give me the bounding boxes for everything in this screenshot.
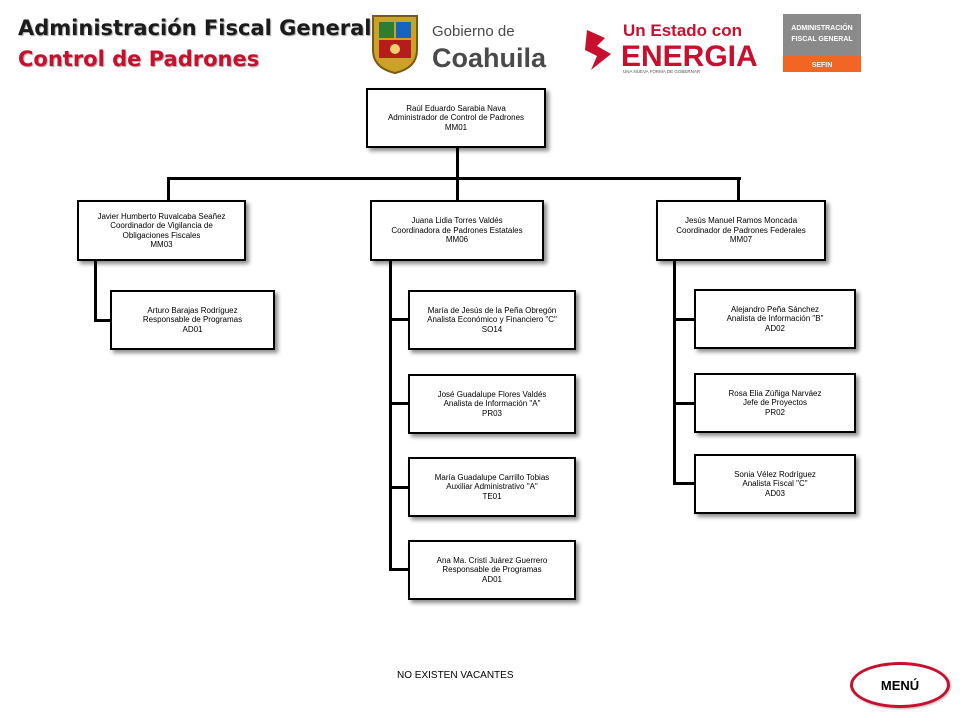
org-node-member: Sonia Vélez Rodríguez Analista Fiscal "C… bbox=[694, 454, 856, 514]
connector-line bbox=[673, 482, 695, 485]
connector-line bbox=[737, 177, 740, 201]
node-name: Arturo Barajas Rodríguez bbox=[147, 305, 238, 315]
logo-text-line1: ADMINISTRACIÓN bbox=[791, 23, 852, 32]
node-role: Responsable de Programas bbox=[442, 565, 542, 575]
node-name: Juana Lidia Torres Valdés bbox=[411, 216, 503, 226]
org-node-root: Raúl Eduardo Sarabia Nava Administrador … bbox=[366, 88, 546, 148]
org-node-member: María de Jesús de la Peña Obregón Analis… bbox=[408, 290, 576, 350]
node-role: Coordinador de Vigilancia de bbox=[110, 221, 213, 230]
connector-line bbox=[673, 402, 695, 405]
node-code: PR02 bbox=[764, 407, 785, 417]
coat-of-arms-logo bbox=[372, 15, 418, 75]
node-name: Jesús Manuel Ramos Moncada bbox=[684, 216, 798, 226]
logo-text-line2: FISCAL GENERAL bbox=[791, 36, 853, 43]
org-node-member: María Guadalupe Carrillo Tobias Auxiliar… bbox=[408, 457, 576, 517]
org-node-member: Ana Ma. Cristi Juárez Guerrero Responsab… bbox=[408, 540, 576, 600]
afg-sefin-logo: ADMINISTRACIÓN FISCAL GENERAL SEFIN bbox=[783, 14, 861, 72]
menu-button[interactable]: MENÚ bbox=[850, 662, 950, 708]
connector-line bbox=[94, 259, 97, 322]
estado-energia-logo: Un Estado con ENERGIA UNA NUEVA FORMA DE… bbox=[585, 21, 758, 74]
gobierno-coahuila-logo: Gobierno de Coahuila bbox=[432, 23, 547, 73]
node-name: María Guadalupe Carrillo Tobias bbox=[434, 472, 550, 482]
org-node-member: Rosa Elia Zúñiga Narváez Jefe de Proyect… bbox=[694, 373, 856, 433]
org-node-coordinator: Javier Humberto Ruvalcaba Seañez Coordin… bbox=[77, 200, 246, 261]
node-name: Rosa Elia Zúñiga Narváez bbox=[728, 388, 822, 398]
logo-text-line1: Un Estado con bbox=[623, 21, 742, 40]
org-node-member: José Guadalupe Flores Valdés Analista de… bbox=[408, 374, 576, 434]
logo-text-line2: ENERGIA bbox=[621, 40, 758, 73]
node-code: MM03 bbox=[150, 240, 173, 249]
node-role: Coordinadora de Padrones Estatales bbox=[391, 225, 523, 235]
connector-line bbox=[673, 318, 695, 321]
page-subtitle: Control de Padrones bbox=[18, 47, 260, 71]
node-role: Obligaciones Fiscales bbox=[122, 230, 201, 240]
logo-text-line3: SEFIN bbox=[812, 62, 833, 69]
org-node-coordinator: Juana Lidia Torres Valdés Coordinadora d… bbox=[370, 200, 544, 261]
org-node-member: Arturo Barajas Rodríguez Responsable de … bbox=[110, 290, 275, 350]
node-role: Responsable de Programas bbox=[142, 315, 243, 325]
connector-line bbox=[389, 402, 409, 405]
node-code: AD03 bbox=[764, 488, 785, 498]
connector-line bbox=[167, 177, 741, 180]
node-name: José Guadalupe Flores Valdés bbox=[437, 389, 547, 399]
node-role: Analista Económico y Financiero "C" bbox=[427, 315, 557, 325]
node-name: Raúl Eduardo Sarabia Nava bbox=[406, 103, 506, 113]
vacancies-note: NO EXISTEN VACANTES bbox=[397, 670, 514, 681]
connector-line bbox=[456, 177, 459, 201]
connector-line bbox=[389, 318, 409, 321]
connector-line bbox=[389, 486, 409, 489]
page-title: Administración Fiscal General bbox=[18, 16, 372, 40]
connector-line bbox=[167, 177, 170, 201]
connector-line bbox=[389, 568, 409, 571]
connector-line bbox=[456, 147, 459, 179]
node-code: AD01 bbox=[182, 324, 203, 334]
connector-line bbox=[673, 259, 676, 485]
node-code: AD02 bbox=[764, 323, 785, 333]
node-role: Administrador de Control de Padrones bbox=[387, 113, 525, 123]
node-code: PR03 bbox=[481, 408, 502, 418]
node-role: Jefe de Proyectos bbox=[742, 398, 808, 408]
header-logos: Gobierno de Coahuila Un Estado con ENERG… bbox=[372, 14, 861, 75]
node-role: Analista de Información "B" bbox=[726, 314, 824, 324]
connector-line bbox=[389, 259, 392, 570]
node-name: Javier Humberto Ruvalcaba Seañez bbox=[97, 211, 226, 221]
connector-line bbox=[94, 319, 111, 322]
org-node-coordinator: Jesús Manuel Ramos Moncada Coordinador d… bbox=[656, 200, 826, 261]
logo-text-line1: Gobierno de bbox=[432, 23, 515, 40]
node-role: Coordinador de Padrones Federales bbox=[676, 225, 806, 235]
node-code: MM06 bbox=[445, 235, 469, 245]
node-role: Analista Fiscal "C" bbox=[742, 479, 808, 489]
logo-tagline: UNA NUEVA FORMA DE GOBERNAR bbox=[623, 69, 701, 74]
node-name: Ana Ma. Cristi Juárez Guerrero bbox=[436, 555, 548, 565]
node-code: MM07 bbox=[729, 235, 753, 245]
node-name: Sonia Vélez Rodríguez bbox=[734, 469, 816, 479]
node-role: Analista de Información "A" bbox=[443, 399, 541, 409]
node-code: TE01 bbox=[482, 491, 502, 501]
node-role: Auxiliar Administrativo "A" bbox=[446, 482, 538, 492]
org-node-member: Alejandro Peña Sánchez Analista de Infor… bbox=[694, 289, 856, 349]
node-code: SO14 bbox=[481, 324, 503, 334]
logo-text-line2: Coahuila bbox=[432, 43, 547, 73]
node-code: MM01 bbox=[444, 122, 468, 132]
node-name: María de Jesús de la Peña Obregón bbox=[427, 305, 557, 315]
node-code: AD01 bbox=[481, 574, 502, 584]
node-name: Alejandro Peña Sánchez bbox=[730, 304, 820, 314]
